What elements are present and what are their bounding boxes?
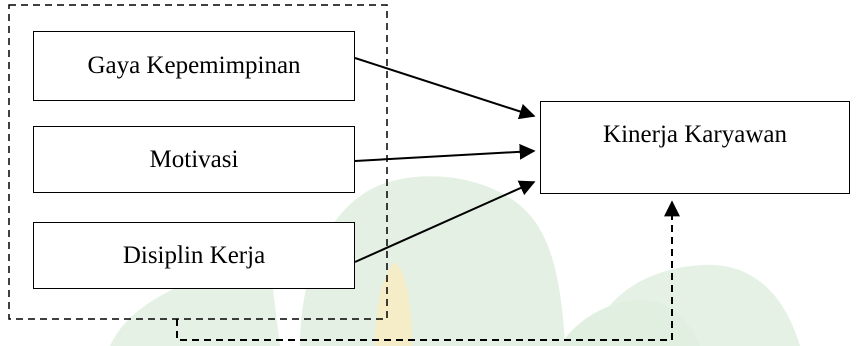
arrow-motivasi-to-kinerja	[354, 143, 536, 162]
arrow-gaya-to-kinerja	[354, 57, 536, 120]
node-label: Kinerja Karyawan	[603, 121, 787, 148]
watermark-dome-left	[300, 176, 565, 346]
independent-variables-group	[8, 4, 388, 320]
watermark-dome-right	[560, 300, 700, 346]
node-kinerja-karyawan: Kinerja Karyawan	[540, 101, 850, 194]
node-motivasi: Motivasi	[33, 126, 355, 193]
node-label: Motivasi	[149, 145, 239, 173]
node-label: Disiplin Kerja	[122, 241, 266, 269]
node-disiplin-kerja: Disiplin Kerja	[33, 222, 355, 289]
node-gaya-kepemimpinan: Gaya Kepemimpinan	[33, 31, 355, 101]
arrow-disiplin-to-kinerja	[354, 180, 536, 263]
node-label: Gaya Kepemimpinan	[87, 52, 301, 79]
watermark-minaret	[375, 262, 412, 346]
arrow-group-to-kinerja	[176, 200, 680, 341]
